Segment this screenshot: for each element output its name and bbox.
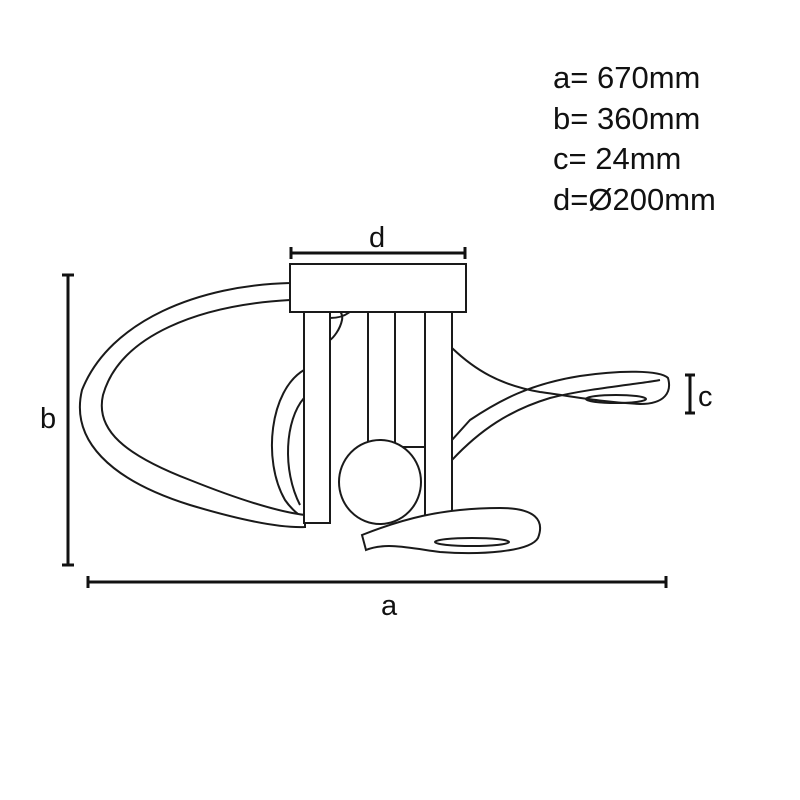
label-d: d xyxy=(369,222,385,254)
canopy xyxy=(289,263,467,313)
rod-left xyxy=(303,311,331,524)
right-ring-opening xyxy=(585,394,647,404)
dimension-specs: a= 670mm b= 360mm c= 24mm d=Ø200mm xyxy=(553,58,716,220)
label-b: b xyxy=(40,403,56,435)
bottom-ribbon xyxy=(360,506,542,555)
right-ribbon xyxy=(451,347,670,463)
globe xyxy=(338,439,422,525)
spec-d-value: Ø200mm xyxy=(588,181,716,217)
dimension-a: a xyxy=(86,576,668,622)
rod-right xyxy=(424,311,453,524)
spec-a-label: a= xyxy=(553,60,589,95)
spec-c-value: 24mm xyxy=(595,141,682,176)
spec-c-label: c= xyxy=(553,141,587,176)
spec-c: c= 24mm xyxy=(553,139,716,180)
label-c: c xyxy=(698,381,713,413)
spec-b-label: b= xyxy=(553,100,589,136)
rod-center-1 xyxy=(367,311,396,448)
spec-a-value: 670mm xyxy=(596,60,701,95)
spec-b: b= 360mm xyxy=(553,99,716,140)
spec-b-value: 360mm xyxy=(596,100,701,136)
spec-d: d=Ø200mm xyxy=(553,180,716,221)
rod-center-2 xyxy=(394,311,426,448)
inner-arc-edge xyxy=(287,397,305,506)
spec-a: a= 670mm xyxy=(553,58,716,99)
dimension-c: c xyxy=(685,373,713,415)
dimension-b: b xyxy=(40,273,74,567)
label-a: a xyxy=(381,590,398,622)
bottom-ring-opening xyxy=(434,537,510,547)
spec-d-label: d= xyxy=(553,181,589,217)
dimension-d: d xyxy=(289,222,467,259)
